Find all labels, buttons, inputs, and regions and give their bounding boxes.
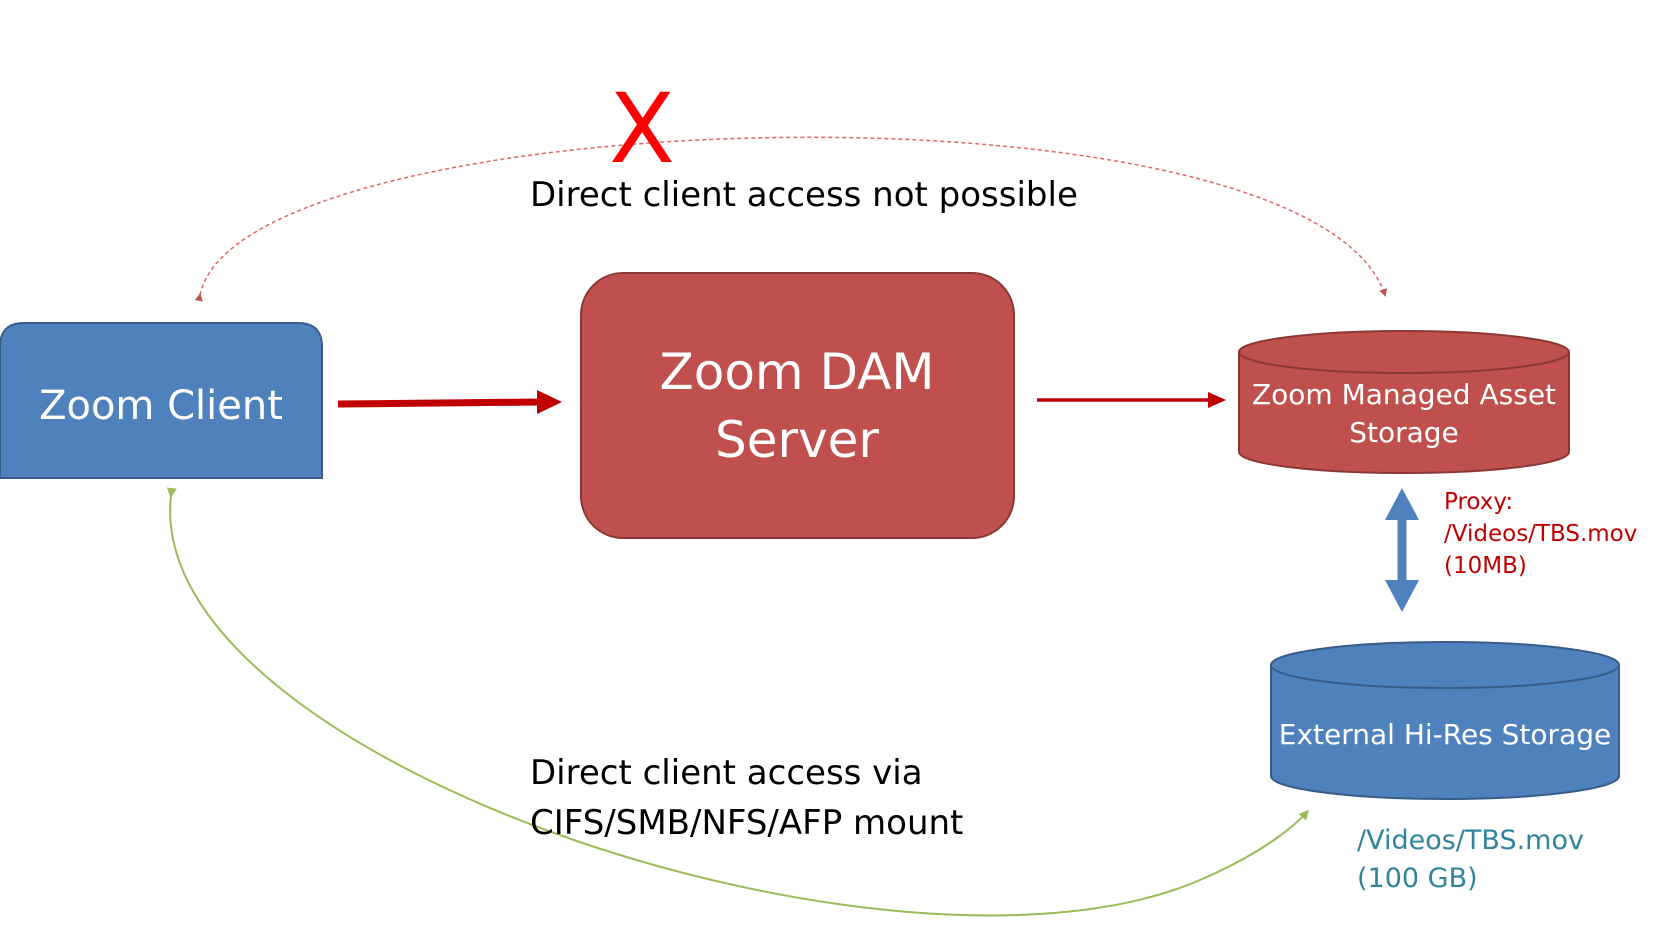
server-label-line1: Zoom DAM	[660, 343, 935, 401]
managed-storage-label-line2: Storage	[1349, 416, 1459, 449]
proxy-label: Proxy:	[1444, 489, 1513, 515]
direct-access-caption-line2: CIFS/SMB/NFS/AFP mount	[530, 803, 963, 843]
managed-storage-label-line1: Zoom Managed Asset	[1252, 378, 1556, 411]
managed-storage-node: Zoom Managed Asset Storage	[1238, 330, 1570, 474]
direct-access-caption-line1: Direct client access via	[530, 753, 923, 793]
hires-size: (100 GB)	[1357, 863, 1478, 894]
proxy-path: /Videos/TBS.mov	[1444, 521, 1637, 547]
zoom-dam-server-node: Zoom DAM Server	[580, 272, 1015, 539]
blocked-x-mark: X	[609, 73, 675, 185]
client-to-server-arrow	[337, 390, 562, 414]
zoom-client-label: Zoom Client	[39, 383, 283, 429]
direct-mount-curve	[166, 487, 1309, 917]
server-to-storage-arrow	[1037, 392, 1226, 408]
not-possible-caption: Direct client access not possible	[530, 175, 1078, 215]
hires-path: /Videos/TBS.mov	[1357, 825, 1584, 856]
storage-sync-arrow	[1385, 488, 1419, 612]
zoom-client-node: Zoom Client	[0, 322, 323, 479]
blocked-access-curve	[194, 136, 1387, 302]
external-storage-node: External Hi-Res Storage	[1270, 641, 1620, 800]
external-storage-label: External Hi-Res Storage	[1279, 718, 1611, 751]
server-label-line2: Server	[715, 411, 879, 469]
proxy-size: (10MB)	[1444, 553, 1527, 579]
